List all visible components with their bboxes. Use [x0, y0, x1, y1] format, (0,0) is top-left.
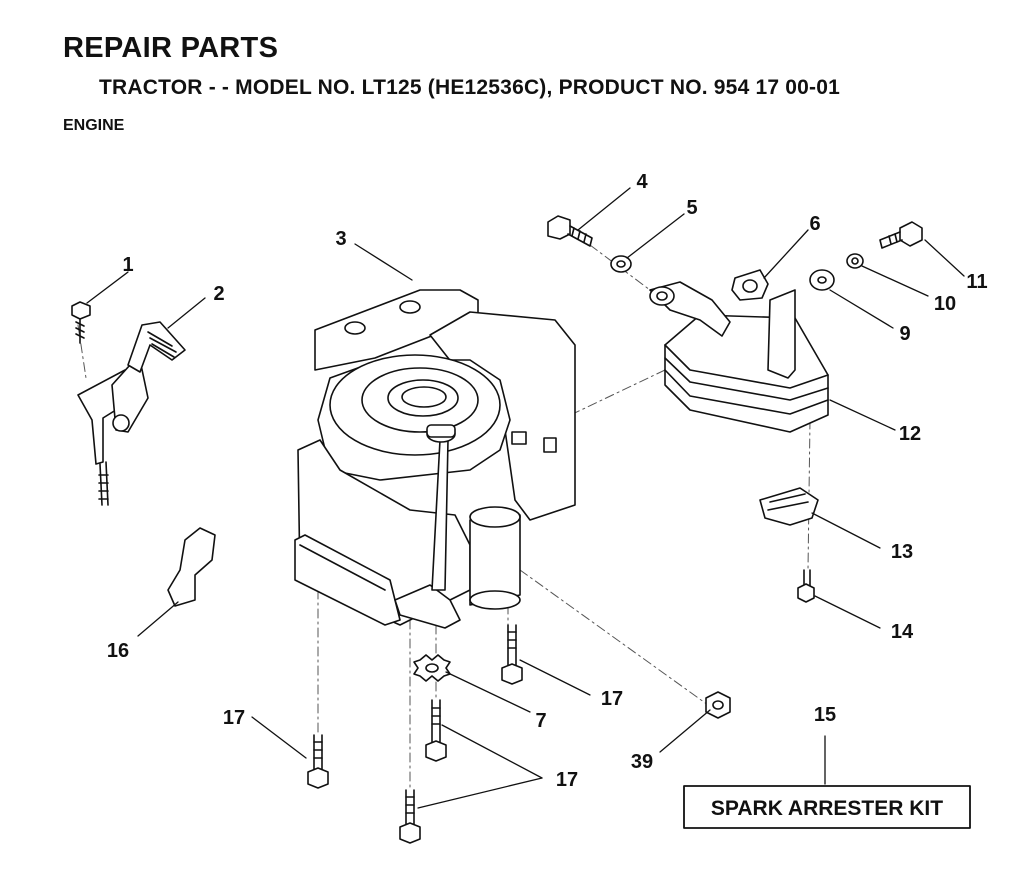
callout-4: 4: [636, 171, 648, 193]
callout-10: 10: [934, 293, 956, 315]
part-10-lock-washer: [846, 253, 864, 269]
part-17-bolt: [501, 624, 523, 685]
spark-arrester-kit-box: [683, 785, 971, 829]
callout-7: 7: [535, 710, 546, 732]
callout-17: 17: [601, 688, 623, 710]
part-14-screw: [797, 569, 815, 603]
page-title: REPAIR PARTS: [63, 32, 279, 64]
part-2-throttle-control: [77, 321, 186, 506]
callout-1: 1: [122, 254, 133, 276]
alignment-lines: [77, 244, 811, 791]
part-13-spark-arrester-screen: [759, 487, 819, 526]
section-heading: ENGINE: [63, 117, 125, 134]
part-11-bolt: [879, 221, 923, 249]
callout-17: 17: [556, 769, 578, 791]
callout-39: 39: [631, 751, 653, 773]
callout-11: 11: [966, 271, 987, 293]
part-3-engine: [294, 289, 576, 629]
part-6-gasket: [731, 269, 769, 301]
leader-lines: [86, 187, 965, 809]
part-5-washer: [610, 255, 632, 273]
page-subtitle: TRACTOR - - MODEL NO. LT125 (HE12536C), …: [99, 76, 840, 99]
callout-13: 13: [891, 541, 913, 563]
part-7-star-washer: [413, 654, 451, 682]
part-4-bolt: [547, 215, 593, 247]
callout-6: 6: [809, 213, 820, 235]
callout-5: 5: [686, 197, 697, 219]
callout-2: 2: [213, 283, 224, 305]
callout-12: 12: [899, 423, 921, 445]
callout-3: 3: [335, 228, 346, 250]
part-17-bolt: [399, 789, 421, 844]
callout-9: 9: [899, 323, 910, 345]
callout-15: 15: [814, 704, 836, 726]
callout-17: 17: [223, 707, 245, 729]
part-17-bolt: [307, 734, 329, 789]
part-9-washer: [809, 269, 835, 291]
callout-16: 16: [107, 640, 129, 662]
callout-numbers: 1 2 3 4 5 6 7 9 10 11 12 13 14 15 16 17 …: [107, 171, 988, 791]
spark-arrester-kit-label: SPARK ARRESTER KIT: [711, 797, 943, 820]
callout-14: 14: [891, 621, 914, 643]
part-39-nut: [705, 691, 731, 719]
part-12-muffler: [649, 281, 829, 433]
part-1-bolt: [71, 301, 91, 344]
part-17-bolt: [425, 699, 447, 762]
part-16-bracket: [167, 527, 216, 607]
